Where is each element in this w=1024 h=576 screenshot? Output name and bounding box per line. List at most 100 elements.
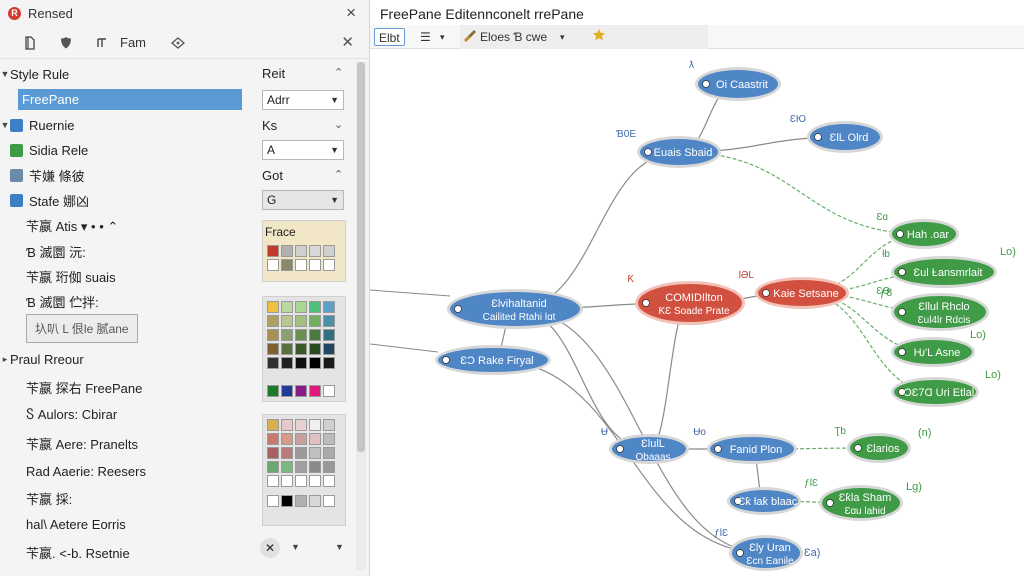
node-handle-icon[interactable] [736, 549, 744, 557]
color-swatch[interactable] [267, 475, 279, 487]
edit-button[interactable]: Elbt [374, 28, 405, 46]
toolbar-close-icon[interactable]: ✕ [341, 34, 354, 51]
color-swatch[interactable] [323, 433, 335, 445]
color-swatch[interactable] [281, 385, 293, 397]
tree-item[interactable]: ▼Ruernie [0, 113, 254, 137]
color-swatch[interactable] [323, 495, 335, 507]
shield-icon[interactable] [48, 30, 84, 56]
color-swatch[interactable] [323, 315, 335, 327]
tree-item[interactable]: Sidia Rele [0, 138, 254, 162]
star-icon[interactable] [592, 28, 606, 46]
color-swatch[interactable] [267, 461, 279, 473]
tree-caret-icon[interactable]: ▼ [0, 120, 10, 130]
color-swatch[interactable] [323, 475, 335, 487]
color-swatch[interactable] [323, 245, 335, 257]
tree-item[interactable]: 圦叭 L 佷le 腻ane [0, 313, 254, 343]
tree-item[interactable]: FreePane [0, 87, 254, 111]
color-swatch[interactable] [309, 461, 321, 473]
node-handle-icon[interactable] [898, 388, 906, 396]
node-handle-icon[interactable] [896, 230, 904, 238]
color-swatch[interactable] [323, 301, 335, 313]
color-swatch[interactable] [323, 447, 335, 459]
color-swatch[interactable] [267, 343, 279, 355]
tree-item[interactable]: 苄嬴 Aere: Pranelts [0, 431, 254, 455]
color-swatch[interactable] [295, 495, 307, 507]
color-swatch[interactable] [295, 447, 307, 459]
color-swatch[interactable] [267, 419, 279, 431]
color-swatch[interactable] [281, 259, 293, 271]
mind-map-node[interactable]: ƐƆ Rake Firyal [435, 345, 551, 375]
tree-caret-icon[interactable]: ▼ [0, 69, 10, 79]
node-handle-icon[interactable] [762, 289, 770, 297]
color-swatch[interactable] [295, 357, 307, 369]
mind-map-node[interactable]: Ɛƙ ƚaƙ blaac [727, 487, 801, 515]
close-icon[interactable]: × [346, 3, 356, 22]
frame-icon[interactable] [84, 30, 120, 56]
color-swatch[interactable] [281, 447, 293, 459]
color-swatch[interactable] [323, 329, 335, 341]
color-swatch[interactable] [281, 461, 293, 473]
color-swatch[interactable] [309, 357, 321, 369]
color-swatch[interactable] [323, 357, 335, 369]
tree-item[interactable]: 苄嬴. <-b. Rsetnie [0, 540, 254, 564]
color-swatch[interactable] [323, 343, 335, 355]
color-swatch[interactable] [309, 475, 321, 487]
color-swatch[interactable] [295, 419, 307, 431]
color-swatch[interactable] [267, 259, 279, 271]
color-swatch[interactable] [295, 315, 307, 327]
document-icon[interactable] [12, 30, 48, 56]
color-swatch[interactable] [295, 301, 307, 313]
tree-item[interactable]: 苄嬴 珩侞 suais [0, 264, 254, 288]
color-swatch[interactable] [281, 357, 293, 369]
tree-item[interactable]: Ɓ 滅圜 沅: [0, 239, 254, 263]
color-swatch[interactable] [281, 495, 293, 507]
color-swatch[interactable] [309, 433, 321, 445]
color-swatch[interactable] [309, 385, 321, 397]
tree-item[interactable]: 苄嫌 條彼 [0, 163, 254, 187]
node-handle-icon[interactable] [734, 497, 742, 505]
color-swatch[interactable] [267, 301, 279, 313]
color-swatch[interactable] [267, 357, 279, 369]
scrollbar-thumb[interactable] [357, 62, 365, 452]
color-swatch[interactable] [267, 315, 279, 327]
clear-button[interactable]: ✕ [260, 538, 280, 558]
node-handle-icon[interactable] [442, 356, 450, 364]
property-dropdown[interactable]: G▼ [262, 190, 344, 210]
color-swatch[interactable] [267, 245, 279, 257]
color-swatch[interactable] [295, 259, 307, 271]
tree-item[interactable]: Rad Aaerie: Reesers [0, 459, 254, 483]
node-handle-icon[interactable] [454, 305, 462, 313]
color-swatch[interactable] [281, 315, 293, 327]
color-swatch[interactable] [267, 433, 279, 445]
tree-item[interactable]: ▸Praul Rreour [0, 347, 254, 371]
tree-caret-icon[interactable]: ▸ [2, 353, 8, 364]
diamond-icon[interactable] [160, 30, 196, 56]
color-swatch[interactable] [309, 343, 321, 355]
color-swatch[interactable] [281, 245, 293, 257]
chevron-down-icon[interactable]: ▼ [291, 542, 300, 552]
brush-icon[interactable] [462, 28, 476, 46]
color-swatch[interactable] [295, 329, 307, 341]
node-handle-icon[interactable] [714, 445, 722, 453]
property-dropdown[interactable]: Adrr▼ [262, 90, 344, 110]
node-handle-icon[interactable] [642, 299, 650, 307]
tree-item[interactable]: hal\ Aetere Eorris [0, 512, 254, 536]
chevron-down-icon[interactable]: ▾ [440, 32, 445, 42]
node-handle-icon[interactable] [826, 499, 834, 507]
color-swatch[interactable] [295, 433, 307, 445]
color-swatch[interactable] [309, 329, 321, 341]
mind-map-node[interactable]: ƆƐ7Ɑ Uri Etlal [891, 377, 979, 407]
color-swatch[interactable] [323, 419, 335, 431]
tree-item[interactable]: 苄嬴 Atis ▾ • • ⌃ [0, 213, 254, 237]
list-icon[interactable]: ☰ [420, 30, 431, 44]
color-swatch[interactable] [309, 315, 321, 327]
property-dropdown[interactable]: A▼ [262, 140, 344, 160]
